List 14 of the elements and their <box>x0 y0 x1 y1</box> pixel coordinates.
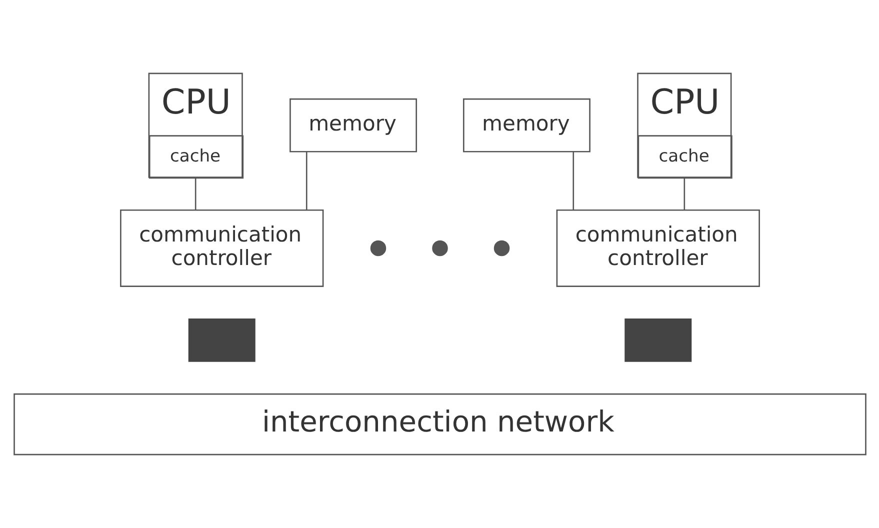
connector <box>305 152 307 210</box>
connector <box>194 177 196 210</box>
node-box: memory <box>462 98 590 152</box>
node-circle <box>493 240 510 256</box>
node-circle <box>432 240 448 256</box>
node-box: communication controller <box>556 209 760 287</box>
node-box: memory <box>289 98 416 152</box>
connector <box>683 177 685 210</box>
node-box: communication controller <box>120 209 324 287</box>
node-box: interconnection network <box>13 393 866 456</box>
node-circle <box>370 240 386 256</box>
node-box <box>624 318 692 362</box>
node-box <box>188 318 255 362</box>
connector <box>572 152 574 210</box>
